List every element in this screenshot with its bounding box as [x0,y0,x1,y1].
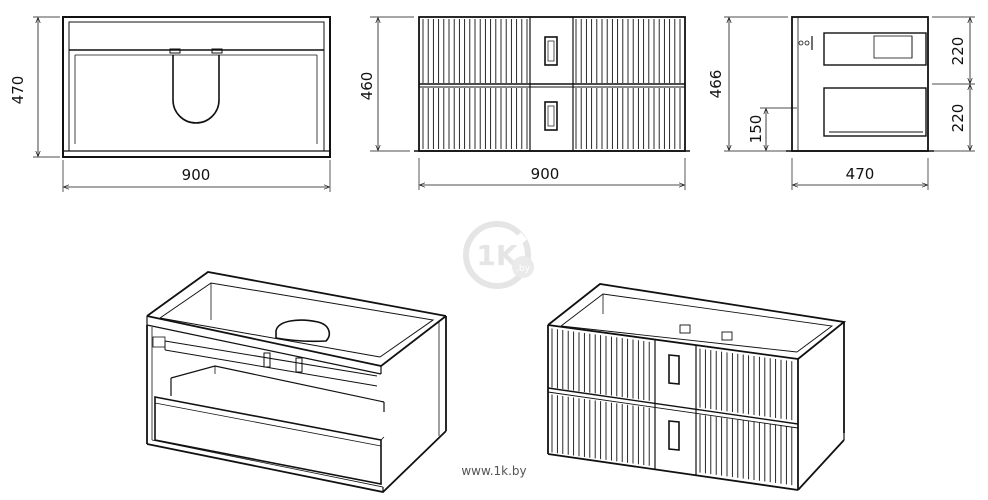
handle-bottom [544,101,558,131]
facade-height-dimension: 460 [358,18,378,150]
lower-offset-label: 150 [747,115,765,144]
lower-offset-dimension: 150 [747,109,766,150]
watermark-site-url: www.1k.by [461,464,526,478]
iso-view-open-carcass [146,271,447,493]
facade-height-label: 460 [358,72,376,101]
front-width-label: 900 [182,166,211,184]
facade-width-dimension: 900 [420,165,684,185]
iso-view-fluted-cabinet [547,283,847,491]
drawer-top-label: 220 [949,37,967,66]
handle-top [544,36,558,66]
drawer-bottom-dimension: 220 [949,85,970,150]
drawer-bottom-label: 220 [949,104,967,133]
front-height-dimension: 470 [9,18,38,156]
facade-width-label: 900 [531,165,560,183]
side-height-dimension: 466 [707,18,729,150]
front-view [33,16,331,192]
drawer-top-dimension: 220 [949,18,970,83]
side-depth-label: 470 [846,165,875,183]
facade-view [370,16,690,190]
side-height-label: 466 [707,70,725,99]
watermark-logo-text: 1K [476,239,518,272]
iso-fluted-slats [551,328,793,486]
front-height-label: 470 [9,76,27,105]
watermark-logo: 1K .by [463,221,534,289]
front-width-dimension: 900 [64,166,329,187]
watermark-logo-suffix: .by [516,264,531,274]
fluted-slats [422,19,681,149]
side-depth-dimension: 470 [793,165,927,185]
side-view [724,16,975,190]
